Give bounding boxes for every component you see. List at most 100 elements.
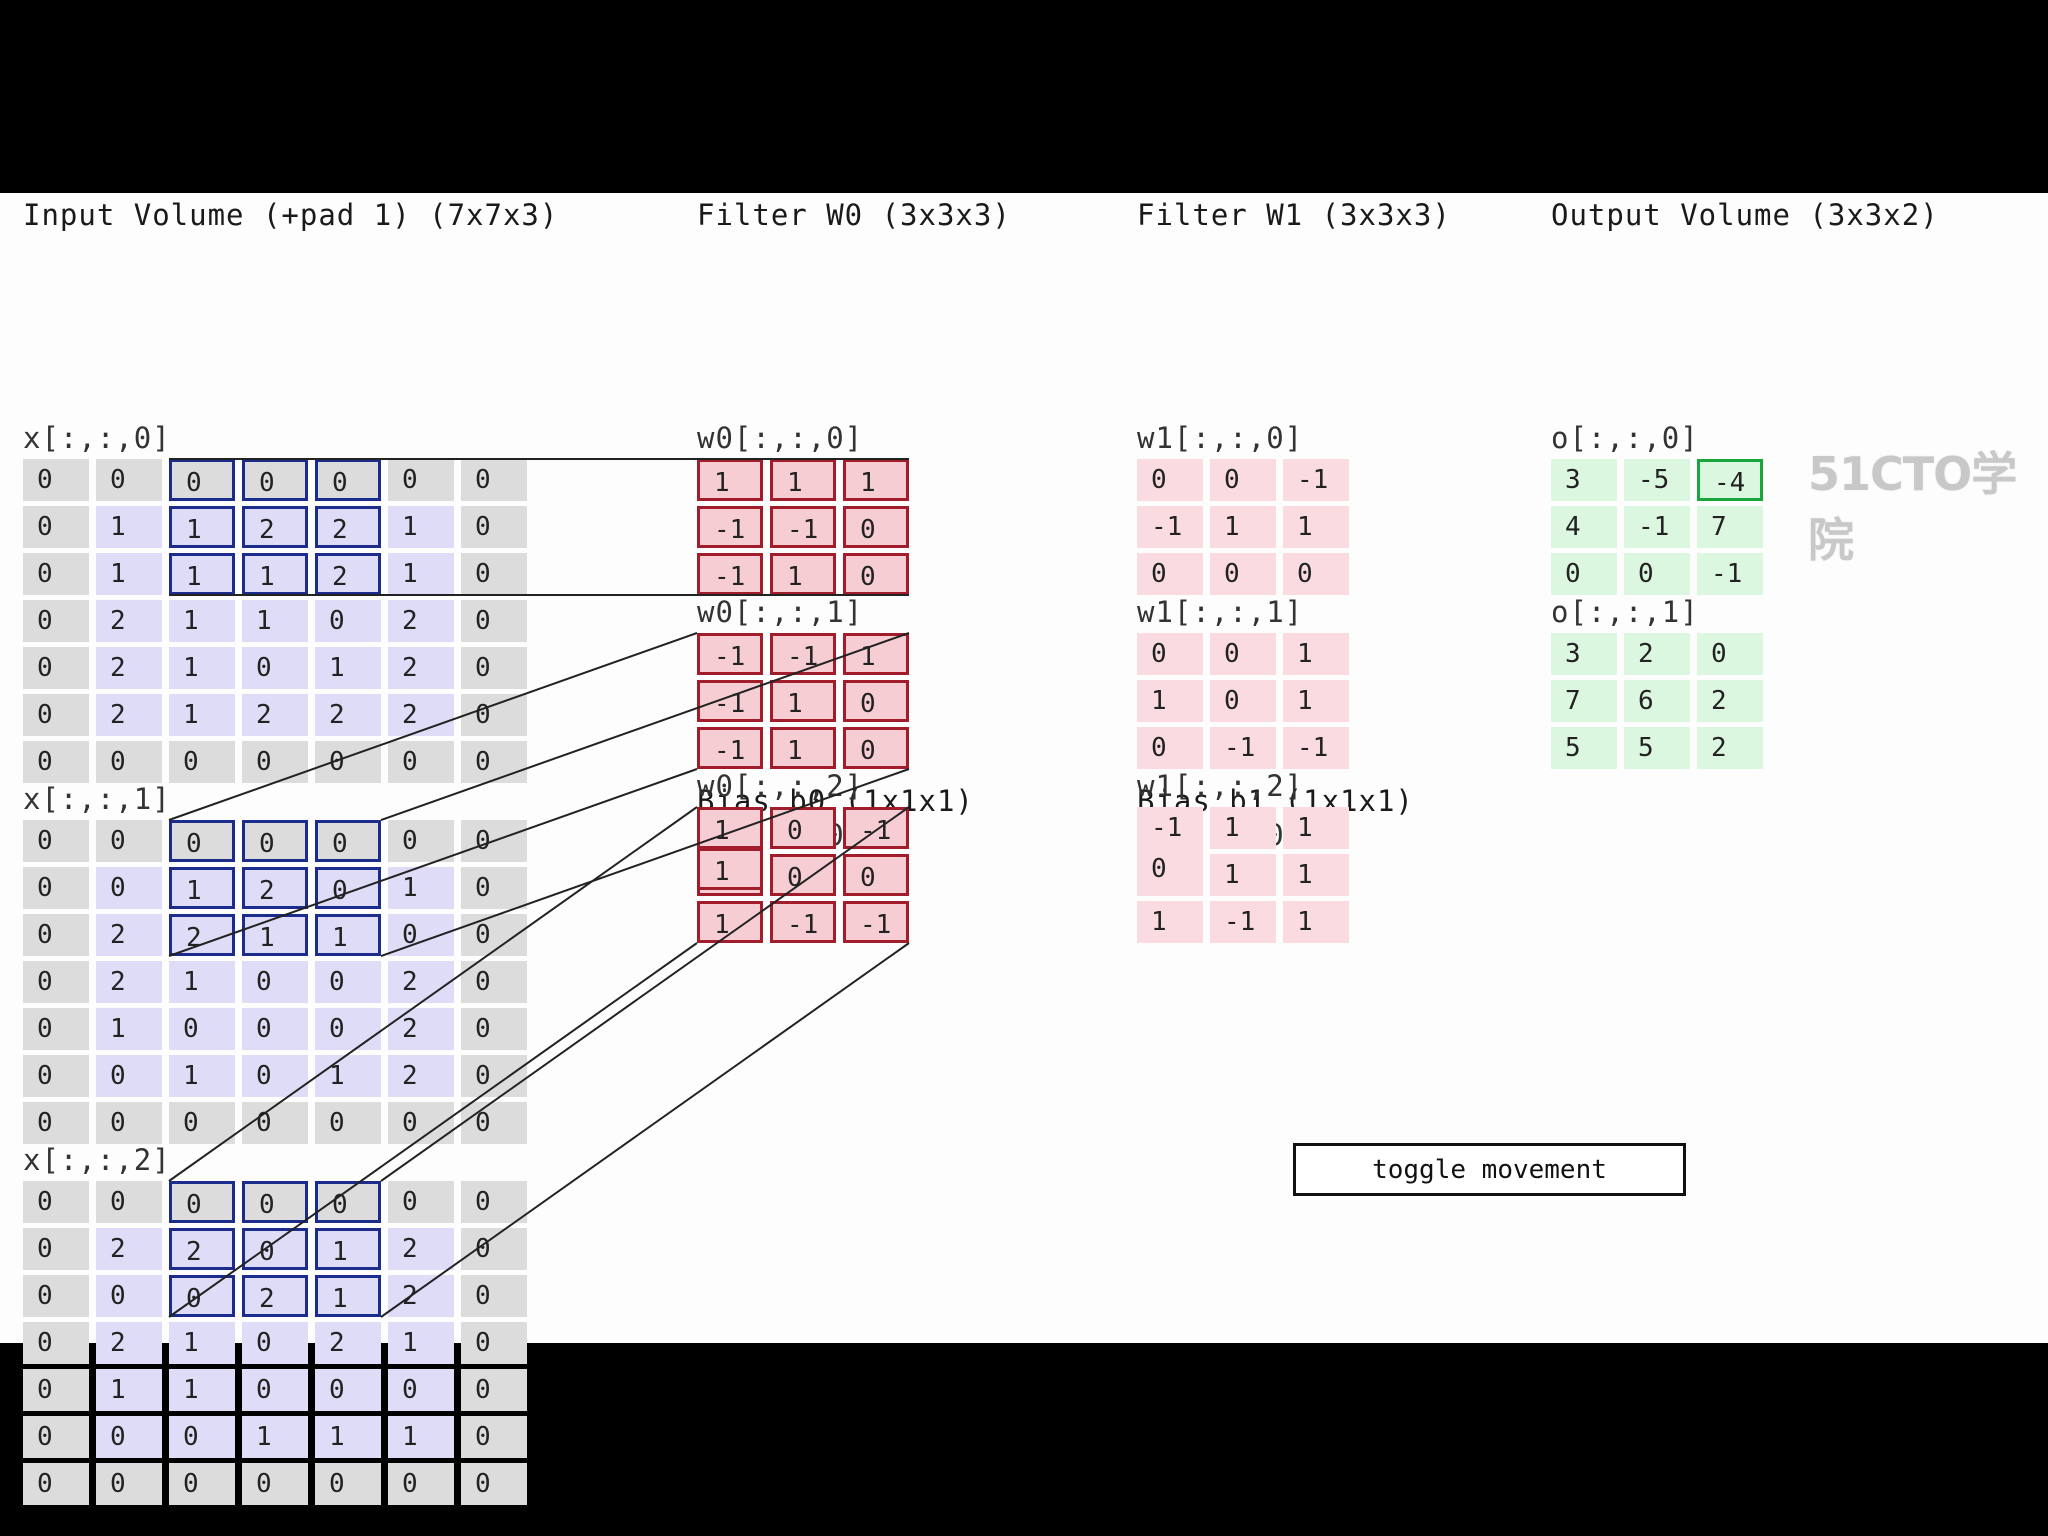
input-cell: 0 [96, 867, 162, 909]
input-cell: 1 [388, 867, 454, 909]
input-cell: 0 [96, 741, 162, 783]
input-cell: 2 [388, 1008, 454, 1050]
input-cell: 0 [242, 1463, 308, 1505]
input-cell: 2 [388, 1055, 454, 1097]
input-cell: 0 [242, 741, 308, 783]
input-cell: 2 [96, 961, 162, 1003]
input-cell: 1 [169, 867, 235, 909]
input-cell: 0 [388, 820, 454, 862]
input-cell: 1 [96, 506, 162, 548]
w1-slice-label-1: w1[:,:,1] [1137, 595, 1304, 629]
input-cell: 0 [96, 459, 162, 501]
input-cell: 0 [242, 1008, 308, 1050]
input-cell: 0 [315, 1181, 381, 1223]
input-cell: 0 [23, 1055, 89, 1097]
input-cell: 0 [461, 741, 527, 783]
input-cell: 0 [461, 1181, 527, 1223]
input-cell: 0 [169, 820, 235, 862]
input-cell: 1 [315, 1416, 381, 1458]
input-cell: 0 [315, 459, 381, 501]
w1-cell: 0 [1210, 459, 1276, 501]
input-cell: 0 [461, 1463, 527, 1505]
output-cell: 6 [1624, 680, 1690, 722]
w0-slice-label-1: w0[:,:,1] [697, 595, 864, 629]
output-cell: 2 [1624, 633, 1690, 675]
output-slice-label-0: o[:,:,0] [1551, 421, 1699, 455]
w0-cell: -1 [697, 506, 763, 548]
input-cell: 1 [242, 1416, 308, 1458]
input-cell: 2 [315, 506, 381, 548]
input-cell: 0 [242, 961, 308, 1003]
b1-cell: 0 [1137, 848, 1203, 890]
w0-cell: 1 [697, 901, 763, 943]
input-cell: 1 [242, 914, 308, 956]
input-cell: 1 [96, 1369, 162, 1411]
input-cell: 1 [169, 1055, 235, 1097]
input-cell: 0 [23, 961, 89, 1003]
input-cell: 1 [96, 553, 162, 595]
input-cell: 0 [23, 647, 89, 689]
output-volume-title: Output Volume (3x3x2) [1551, 198, 1939, 232]
input-cell: 2 [315, 694, 381, 736]
input-slice-label-2: x[:,:,2] [23, 1143, 171, 1177]
filter-w0-title: Filter W0 (3x3x3) [697, 198, 1011, 232]
connector-line [380, 632, 910, 821]
input-cell: 0 [461, 600, 527, 642]
w0-cell: -1 [697, 680, 763, 722]
input-cell: 0 [169, 741, 235, 783]
input-cell: 0 [461, 1369, 527, 1411]
input-cell: 0 [461, 506, 527, 548]
toggle-movement-button[interactable]: toggle movement [1293, 1143, 1686, 1196]
w1-cell: 1 [1210, 807, 1276, 849]
input-cell: 2 [388, 647, 454, 689]
input-slice-label-1: x[:,:,1] [23, 782, 171, 816]
w1-cell: -1 [1283, 727, 1349, 769]
w1-cell: 0 [1137, 553, 1203, 595]
input-cell: 0 [23, 914, 89, 956]
w0-cell: 0 [843, 506, 909, 548]
w1-cell: 1 [1283, 901, 1349, 943]
w1-cell: 1 [1210, 854, 1276, 896]
input-cell: 0 [461, 553, 527, 595]
watermark-logo: 51CTO学院 [1808, 447, 2017, 567]
input-cell: 0 [461, 867, 527, 909]
input-cell: 0 [23, 694, 89, 736]
input-cell: 2 [388, 1228, 454, 1270]
input-cell: 0 [23, 1416, 89, 1458]
input-cell: 1 [388, 1322, 454, 1364]
input-cell: 1 [169, 694, 235, 736]
input-cell: 0 [315, 820, 381, 862]
input-cell: 0 [461, 694, 527, 736]
input-cell: 2 [96, 600, 162, 642]
input-cell: 0 [242, 1322, 308, 1364]
connector-line [380, 806, 910, 1182]
input-cell: 1 [242, 600, 308, 642]
w1-cell: 0 [1210, 633, 1276, 675]
w0-cell: -1 [770, 506, 836, 548]
output-slice-label-1: o[:,:,1] [1551, 595, 1699, 629]
input-cell: 0 [242, 1102, 308, 1144]
input-cell: 0 [242, 1369, 308, 1411]
w0-cell: 0 [843, 727, 909, 769]
w0-cell: -1 [843, 901, 909, 943]
output-cell: 0 [1697, 633, 1763, 675]
input-cell: 2 [242, 867, 308, 909]
input-cell: 0 [169, 1463, 235, 1505]
output-cell: 7 [1551, 680, 1617, 722]
input-cell: 0 [23, 553, 89, 595]
input-cell: 0 [242, 647, 308, 689]
input-cell: 1 [169, 1369, 235, 1411]
input-cell: 1 [169, 506, 235, 548]
w0-cell: -1 [770, 901, 836, 943]
output-cell: -4 [1697, 459, 1763, 501]
input-cell: 0 [461, 1275, 527, 1317]
input-cell: 1 [169, 600, 235, 642]
input-cell: 0 [96, 1181, 162, 1223]
w0-cell: 1 [770, 459, 836, 501]
input-cell: 0 [23, 741, 89, 783]
input-cell: 0 [461, 1102, 527, 1144]
w0-cell: 0 [843, 680, 909, 722]
input-cell: 0 [169, 1416, 235, 1458]
w1-cell: 1 [1283, 633, 1349, 675]
input-cell: 1 [315, 1055, 381, 1097]
